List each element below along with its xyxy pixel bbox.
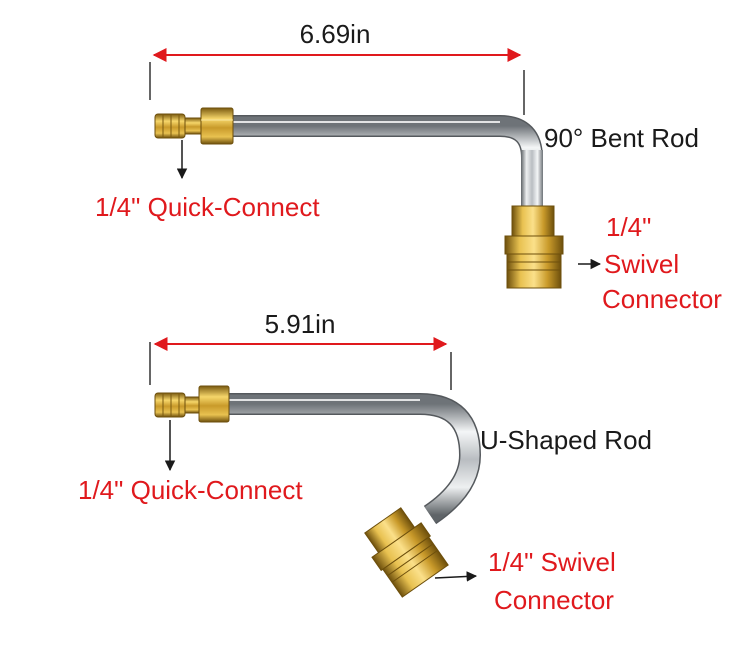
bottom-u-shaped-rod <box>228 393 482 525</box>
top-swivel-label-line2: Swivel <box>604 249 679 279</box>
top-quick-connect <box>154 107 234 145</box>
bottom-rod-label: U-Shaped Rod <box>480 425 652 455</box>
top-rod-label: 90° Bent Rod <box>544 123 699 153</box>
bottom-swivel-label-line1: 1/4" Swivel <box>488 547 616 577</box>
top-swivel-label-line3: Connector <box>602 284 722 314</box>
top-bent-rod <box>232 115 543 212</box>
top-assembly: 6.69in 90° Ben <box>95 19 722 314</box>
bottom-assembly: 5.91in U-Shaped Rod 1/4" <box>78 309 652 615</box>
bottom-quick-connect <box>154 385 230 423</box>
bottom-swivel-pointer <box>434 571 478 582</box>
top-quick-connect-label: 1/4" Quick-Connect <box>95 192 320 222</box>
bottom-swivel-label-line2: Connector <box>494 585 614 615</box>
top-dimension-text: 6.69in <box>300 19 371 49</box>
bottom-dimension-text: 5.91in <box>265 309 336 339</box>
bottom-quick-connect-label: 1/4" Quick-Connect <box>78 475 303 505</box>
top-swivel-label-line1: 1/4" <box>606 212 651 242</box>
top-swivel-connector <box>504 205 564 289</box>
bottom-swivel-connector <box>364 507 449 598</box>
